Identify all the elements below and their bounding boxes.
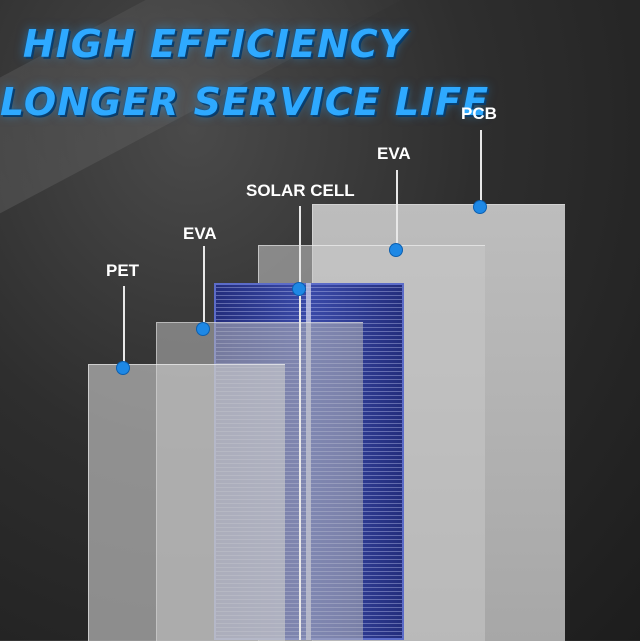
eva-front-leader-line: [203, 246, 205, 326]
pcb-label: PCB: [461, 104, 497, 123]
eva-back-marker-dot: [390, 244, 402, 256]
solar-cell-marker-dot: [293, 283, 305, 295]
pet-leader-line: [123, 286, 125, 368]
eva-front-marker-dot: [197, 323, 209, 335]
solar-cell-label: SOLAR CELL: [246, 181, 355, 200]
pet-marker-dot: [117, 362, 129, 374]
headline-line-1: HIGH EFFICIENCY: [22, 22, 408, 66]
pcb-marker-dot: [474, 201, 486, 213]
headline-line-2: LONGER SERVICE LIFE: [0, 80, 490, 124]
eva-front-label: EVA: [183, 224, 217, 243]
pcb-leader-line: [480, 130, 482, 208]
pet-sheet: [88, 364, 285, 641]
pet-label: PET: [106, 261, 140, 280]
solar-cell-leader-line: [299, 206, 301, 640]
eva-back-label: EVA: [377, 144, 411, 163]
eva-back-leader-line: [396, 170, 398, 250]
